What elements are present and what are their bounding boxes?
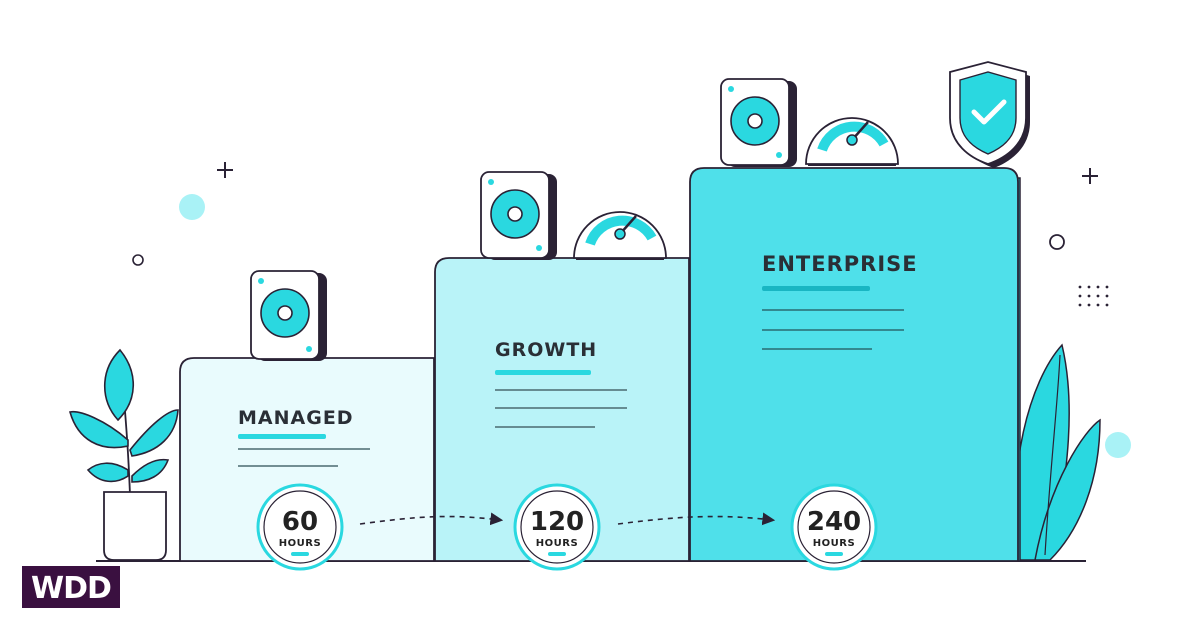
panel-enterprise-face [689, 167, 1019, 562]
title-underline [238, 434, 326, 439]
title-underline [495, 370, 591, 375]
ring-icon [1049, 234, 1065, 250]
hard-drive-icon [480, 171, 557, 260]
hours-value: 120 [530, 507, 584, 537]
hours-badge-growth: 120 HOURS [513, 483, 601, 571]
gauge-icon [805, 117, 899, 166]
hours-unit: HOURS [279, 538, 321, 549]
plus-icon [1082, 168, 1098, 184]
title-underline [762, 286, 870, 291]
hours-badge-managed: 60 HOURS [256, 483, 344, 571]
arrow-icon [359, 512, 504, 526]
hard-drive-icon [250, 270, 327, 361]
leaf-icon [1014, 343, 1101, 561]
panel-managed: MANAGED [179, 357, 435, 562]
hours-unit: HOURS [536, 538, 578, 549]
plus-icon [217, 162, 233, 178]
gauge-icon [573, 211, 667, 260]
ring-icon [132, 254, 144, 266]
dot-icon [179, 194, 205, 220]
shield-check-icon [949, 61, 1030, 168]
tier-title-enterprise: ENTERPRISE [762, 252, 918, 276]
hours-unit: HOURS [813, 538, 855, 549]
hours-value: 240 [807, 507, 861, 537]
tier-title-managed: MANAGED [238, 407, 354, 429]
hours-badge-enterprise: 240 HOURS [790, 483, 878, 571]
panel-growth: GROWTH [434, 257, 690, 562]
panel-managed-face [179, 357, 435, 562]
hours-value: 60 [282, 507, 318, 537]
panel-enterprise: ENTERPRISE [689, 167, 1021, 562]
dot-grid-icon [1078, 285, 1109, 307]
decorations [132, 162, 1131, 458]
tier-title-growth: GROWTH [495, 339, 597, 361]
plant-icon [68, 348, 179, 561]
hard-drive-icon [720, 78, 797, 167]
arrow-icon [617, 512, 776, 526]
brand-logo-text: WDD [31, 571, 111, 606]
brand-logo: WDD [22, 566, 120, 608]
dot-icon [1105, 432, 1131, 458]
